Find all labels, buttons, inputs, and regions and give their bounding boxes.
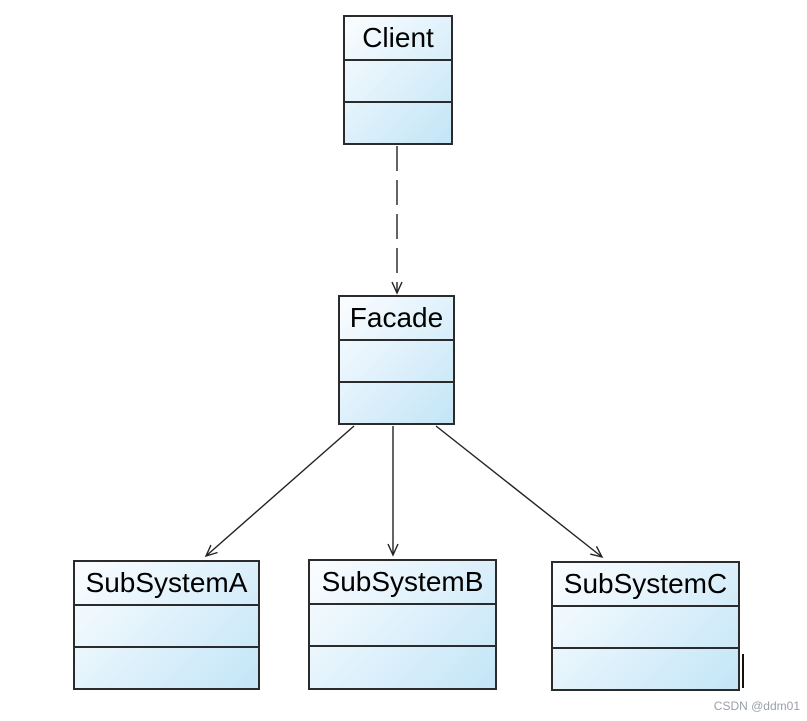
operations-compartment <box>345 100 451 143</box>
attributes-compartment <box>75 603 258 646</box>
class-name-label: Client <box>362 21 434 53</box>
operations-compartment <box>310 645 495 688</box>
operations-compartment <box>553 646 738 689</box>
class-name-label: SubSystemA <box>85 566 248 598</box>
stray-caret-mark <box>742 654 744 688</box>
operations-compartment <box>75 645 258 688</box>
arrow-facade-to-subsystem-c <box>435 425 602 557</box>
attributes-compartment <box>340 338 453 381</box>
arrow-facade-to-subsystem-a <box>206 425 355 556</box>
operations-compartment <box>340 380 453 423</box>
class-subsystem-b: SubSystemB <box>308 559 497 690</box>
attributes-compartment <box>310 602 495 646</box>
class-subsystem-a: SubSystemA <box>73 560 260 690</box>
class-name-label: SubSystemB <box>321 565 484 597</box>
class-name-label: Facade <box>349 301 444 333</box>
attributes-compartment <box>553 604 738 647</box>
class-facade: Facade <box>338 295 455 425</box>
class-subsystem-c: SubSystemC <box>551 561 740 691</box>
class-name-label: SubSystemC <box>563 567 728 599</box>
watermark-text: CSDN @ddm01 <box>713 699 800 713</box>
class-client: Client <box>343 15 453 145</box>
attributes-compartment <box>345 58 451 101</box>
